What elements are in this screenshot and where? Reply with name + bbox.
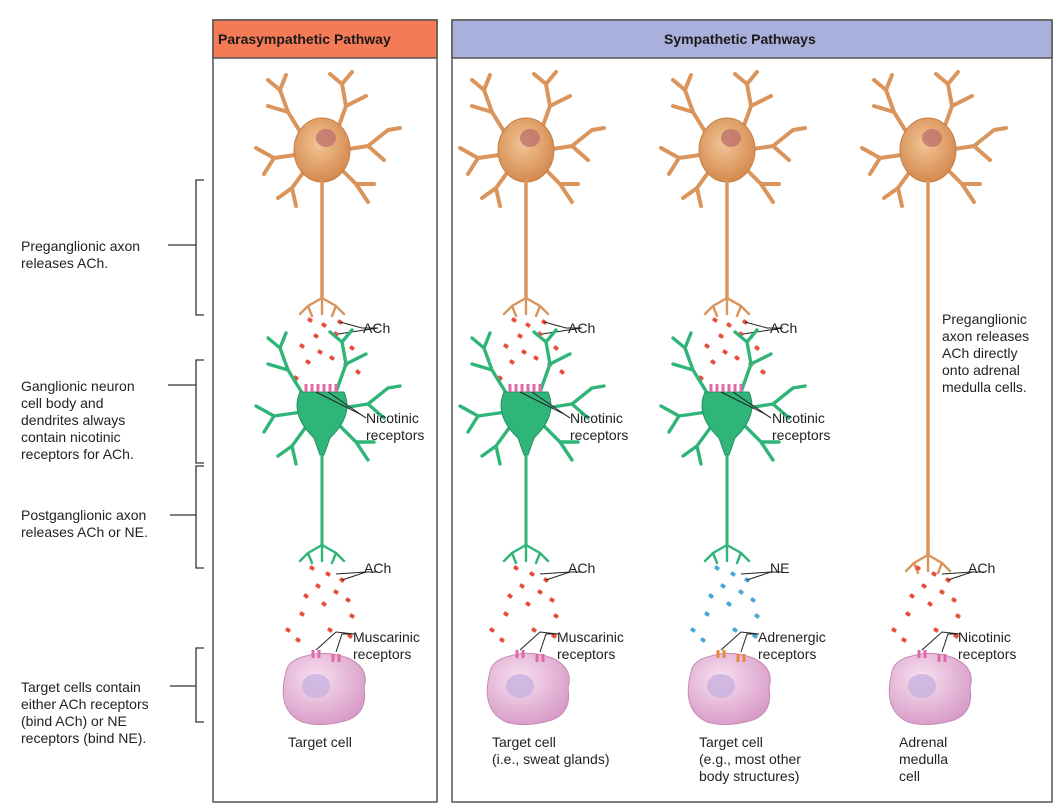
ach-vesicles-pre	[497, 317, 565, 381]
col2-nicotinic-label: Nicotinic receptors	[570, 410, 629, 443]
target-cell	[486, 650, 570, 726]
col2-cell-label: Target cell (i.e., sweat glands)	[492, 734, 610, 767]
pathway-column-3	[659, 70, 807, 726]
preganglionic-neuron	[254, 70, 402, 318]
col2-receptor-label: Muscarinic receptors	[557, 629, 624, 662]
side-brackets	[168, 179, 204, 723]
ach-vesicles-post	[891, 565, 961, 643]
col4-post-nt-label: ACh	[968, 560, 996, 576]
pathway-column-4	[860, 70, 1008, 726]
col4-direct-note: Preganglionic axon releases ACh directly…	[942, 311, 1030, 395]
target-cell	[687, 650, 771, 726]
col1-post-nt-label: ACh	[364, 560, 392, 576]
col2-post-nt-label: ACh	[568, 560, 596, 576]
sympathetic-header	[451, 19, 1053, 59]
ganglionic-label: Ganglionic neuron cell body and dendrite…	[21, 378, 135, 462]
col1-cell-label: Target cell	[288, 734, 352, 750]
col3-post-nt-label: NE	[770, 560, 790, 576]
col1-nicotinic-label: Nicotinic receptors	[366, 410, 425, 443]
col3-cell-label: Target cell (e.g., most other body struc…	[699, 734, 801, 784]
preganglionic-neuron	[458, 70, 606, 318]
target-cell	[282, 650, 366, 726]
col4-receptor-label: Nicotinic receptors	[958, 629, 1017, 662]
target-label: Target cells contain either ACh receptor…	[21, 679, 149, 746]
col3-nicotinic-label: Nicotinic receptors	[772, 410, 831, 443]
pathway-columns	[254, 70, 1008, 726]
sympathetic-title: Sympathetic Pathways	[664, 31, 816, 47]
col2-pre-nt-label: ACh	[568, 320, 596, 336]
preganglionic-label: Preganglionic axon releases ACh.	[21, 238, 141, 271]
ach-vesicles-post	[489, 565, 559, 643]
preganglionic-neuron	[659, 70, 807, 318]
pathway-column-2	[458, 70, 606, 726]
col1-receptor-label: Muscarinic receptors	[353, 629, 420, 662]
adrenal-medulla-cell	[888, 650, 972, 726]
ganglionic-neuron	[659, 328, 807, 565]
parasympathetic-title: Parasympathetic Pathway	[218, 31, 391, 47]
ganglionic-neuron	[458, 328, 606, 565]
ne-vesicles	[690, 565, 760, 643]
pathway-column-1	[254, 70, 402, 726]
col3-pre-nt-label: ACh	[770, 320, 798, 336]
col1-pre-nt-label: ACh	[363, 320, 391, 336]
preganglionic-neuron	[860, 70, 1008, 575]
col4-cell-label: Adrenal medulla cell	[899, 734, 949, 784]
ach-vesicles-post	[285, 565, 355, 643]
parasympathetic-header	[212, 19, 438, 59]
col3-receptor-label: Adrenergic receptors	[758, 629, 826, 662]
ganglionic-neuron	[254, 328, 402, 565]
postganglionic-label: Postganglionic axon releases ACh or NE.	[21, 507, 148, 540]
